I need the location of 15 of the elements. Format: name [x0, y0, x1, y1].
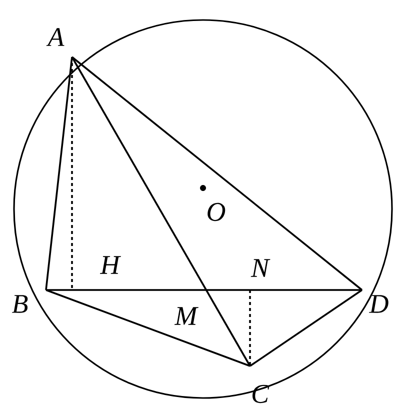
line-segment [46, 289, 362, 291]
line-segment [71, 57, 73, 290]
point-label: B [12, 295, 28, 313]
line-segment [46, 289, 250, 367]
point-label: M [174, 307, 198, 325]
point-label: D [368, 295, 388, 313]
line-segment [71, 56, 251, 366]
line-segment [71, 56, 363, 291]
line-segment [249, 290, 251, 366]
point-label: N [250, 259, 270, 277]
point-label: A [46, 28, 64, 46]
node-label: O [208, 202, 226, 222]
line-segment [250, 289, 363, 367]
center-point: O [200, 185, 226, 222]
point-label: H [100, 256, 121, 274]
